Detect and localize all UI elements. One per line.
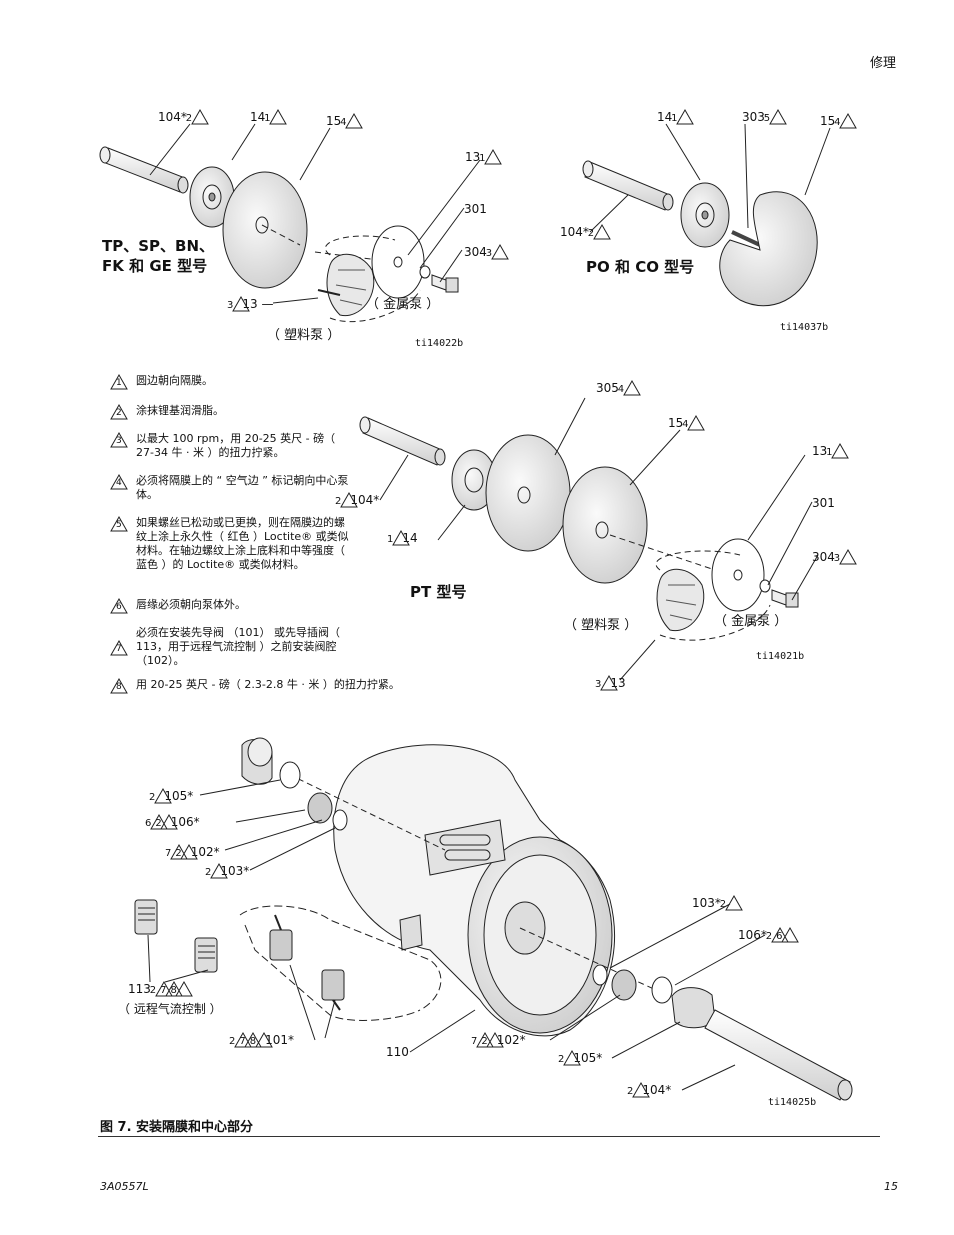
- callout-14-top-left: 14 1: [250, 109, 287, 126]
- figure-id-top-left: ti14022b: [415, 338, 464, 349]
- callout-301-pt: 301: [812, 496, 835, 510]
- pilot-plug-113: [134, 899, 158, 935]
- callout-303-top-right: 303 5: [742, 109, 787, 126]
- remote-airflow-label: （ 远程气流控制 ）: [118, 1002, 222, 1016]
- callout-15-top-left: 15 4: [326, 113, 363, 130]
- figure-caption: 图 7. 安装隔膜和中心部分: [100, 1120, 254, 1135]
- pilot-valve-101b: [321, 969, 345, 1011]
- top-left-metal-plate: [371, 225, 425, 299]
- right-o-ring: [592, 964, 608, 986]
- left-o-ring: [332, 809, 348, 831]
- right-valve: [611, 969, 637, 1001]
- figure-id-bottom: ti14025b: [768, 1097, 817, 1108]
- top-left-plastic-plate: [317, 253, 375, 317]
- top-right-screw: [731, 230, 761, 247]
- caption-rule: [98, 1136, 880, 1137]
- callout-104-top-left: 104* 2: [158, 109, 209, 126]
- callout-304-pt: 304 3: [812, 549, 857, 566]
- left-valve: [307, 792, 333, 824]
- top-right-shaft: [582, 160, 674, 211]
- figure-id-top-right: ti14037b: [780, 322, 829, 333]
- callout-13-top-left: 13 1: [465, 149, 502, 166]
- section-header: 修理: [869, 56, 896, 71]
- top-right-diaphragm: [719, 191, 818, 307]
- top-left-model-title: TP、SP、BN、FK 和 GE 型号: [102, 237, 215, 275]
- callout-104-top-right: 104* 2: [560, 224, 611, 241]
- left-u-cup: [279, 761, 301, 789]
- callout-110: 110: [386, 1045, 409, 1059]
- callout-14-top-right: 14 1: [657, 109, 694, 126]
- figure-id-pt: ti14021b: [756, 651, 805, 662]
- callout-304-top-left: 304 3: [464, 244, 509, 261]
- top-left-shaft: [99, 146, 189, 194]
- pt-backup-diaphragm: [485, 434, 571, 552]
- bottom-shaft: [704, 1009, 853, 1101]
- callout-15-top-right: 15 4: [820, 113, 857, 130]
- top-left-metal-pump-label: （ 金属泵 ）: [366, 297, 440, 312]
- top-left-plastic-pump-label: （ 塑料泵 ）: [267, 328, 341, 343]
- footer-page-number: 15: [884, 1180, 898, 1193]
- pt-bolt: [759, 579, 799, 608]
- top-left-bolt: [419, 265, 459, 293]
- footer-doc-number: 3A0557L: [100, 1180, 149, 1193]
- top-left-plate: [189, 166, 235, 228]
- top-right-plate: [680, 182, 730, 248]
- top-left-diaphragm: [222, 171, 308, 289]
- pt-model-title: PT 型号: [410, 583, 467, 601]
- pt-plastic-pump-label: （ 塑料泵 ）: [564, 618, 638, 633]
- top-right-model-title: PO 和 CO 型号: [586, 258, 695, 276]
- callout-301-top-left: 301: [464, 202, 487, 216]
- pt-diaphragm: [562, 466, 648, 584]
- pt-plastic-plate: [656, 568, 705, 632]
- pt-metal-pump-label: （ 金属泵 ）: [714, 614, 788, 629]
- pt-metal-plate: [711, 538, 765, 612]
- center-housing: [333, 744, 615, 1037]
- callout-305-pt: 305 4: [596, 380, 641, 397]
- callout-13-pt: 13 1: [812, 443, 849, 460]
- pt-plate: [451, 449, 497, 511]
- left-bushing: [241, 737, 273, 785]
- callout-15-pt: 15 4: [668, 415, 705, 432]
- pilot-plug-113b: [194, 937, 218, 973]
- callout-103-right: 103* 2: [692, 895, 743, 912]
- right-u-cup: [651, 976, 673, 1004]
- pilot-valve-101: [269, 914, 293, 961]
- pt-shaft: [359, 416, 446, 466]
